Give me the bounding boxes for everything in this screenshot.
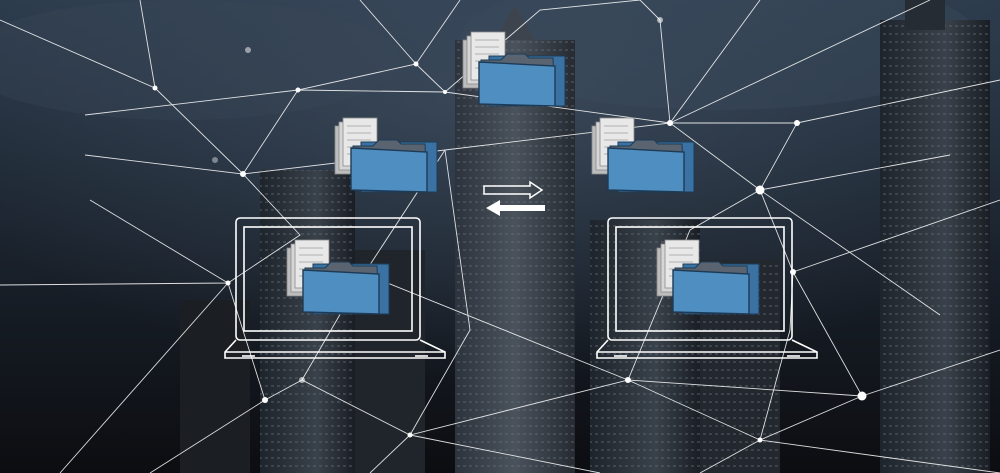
laptop-icon-left [224, 217, 446, 359]
arrow-right-icon [483, 180, 544, 200]
laptop-icon-right [596, 217, 818, 359]
folder-icon-laptop-left [286, 239, 390, 315]
folder-icon-upper-right [591, 117, 695, 193]
folder-icon-upper-left [334, 117, 438, 193]
folder-icon-top [462, 31, 566, 107]
folder-icon-laptop-right [656, 239, 760, 315]
folder-shape [350, 139, 438, 193]
folder-shape [672, 261, 760, 315]
folder-shape [478, 53, 566, 107]
arrow-left-icon [486, 200, 545, 216]
folder-shape [302, 261, 390, 315]
network-nodes [152, 17, 867, 443]
folder-shape [607, 139, 695, 193]
